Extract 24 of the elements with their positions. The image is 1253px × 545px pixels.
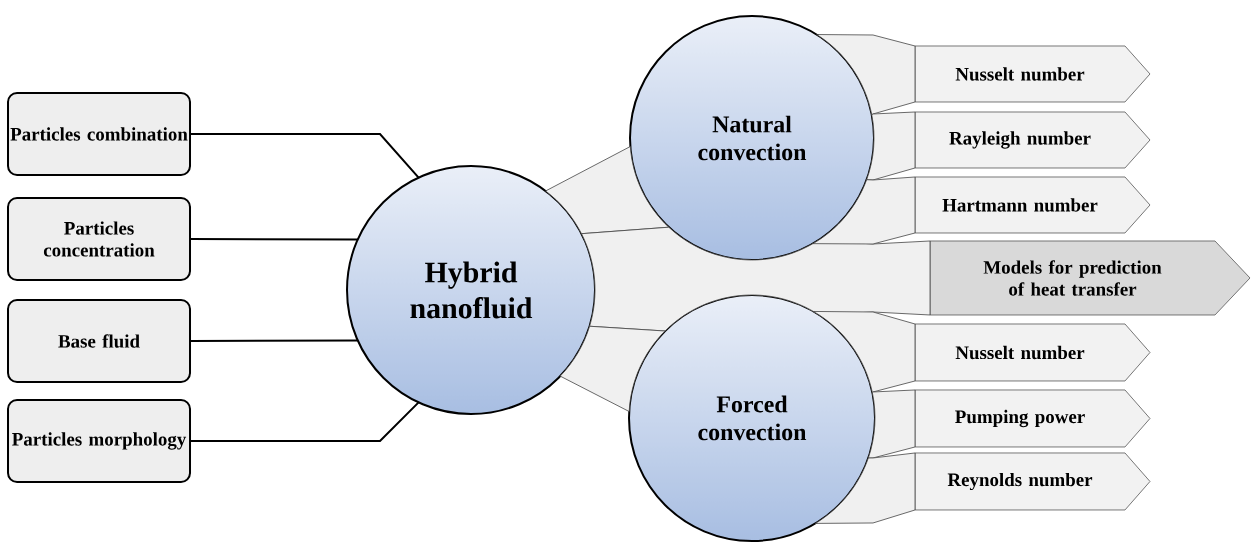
connector-band <box>814 452 916 524</box>
connector-band <box>545 146 670 235</box>
connector-band <box>559 325 666 412</box>
connector-line <box>190 401 420 442</box>
factor-box: Particles combination <box>7 92 191 176</box>
result-arrow-box: Reynolds number <box>914 452 1151 511</box>
result-arrow-box: Pumping power <box>914 389 1151 448</box>
connector-line <box>190 339 359 342</box>
factor-box: Base fluid <box>7 299 191 383</box>
connector-line <box>190 238 359 241</box>
connector-band <box>867 389 916 459</box>
factor-box: Particles morphology <box>7 399 191 483</box>
result-arrow-box: Nusselt number <box>914 45 1151 103</box>
connector-line <box>190 133 420 179</box>
connector-band <box>866 111 916 181</box>
connector-band <box>816 34 916 116</box>
factor-box: Particles concentration <box>7 197 191 281</box>
result-arrow-box: Rayleigh number <box>914 111 1151 169</box>
connector-band <box>813 311 916 393</box>
connector-band <box>812 176 916 245</box>
result-arrow-box: Nusselt number <box>914 323 1151 382</box>
connector-band <box>581 226 931 332</box>
result-arrow-box: Hartmann number <box>914 176 1151 234</box>
result-arrow-box: Models for prediction of heat transfer <box>929 240 1251 316</box>
